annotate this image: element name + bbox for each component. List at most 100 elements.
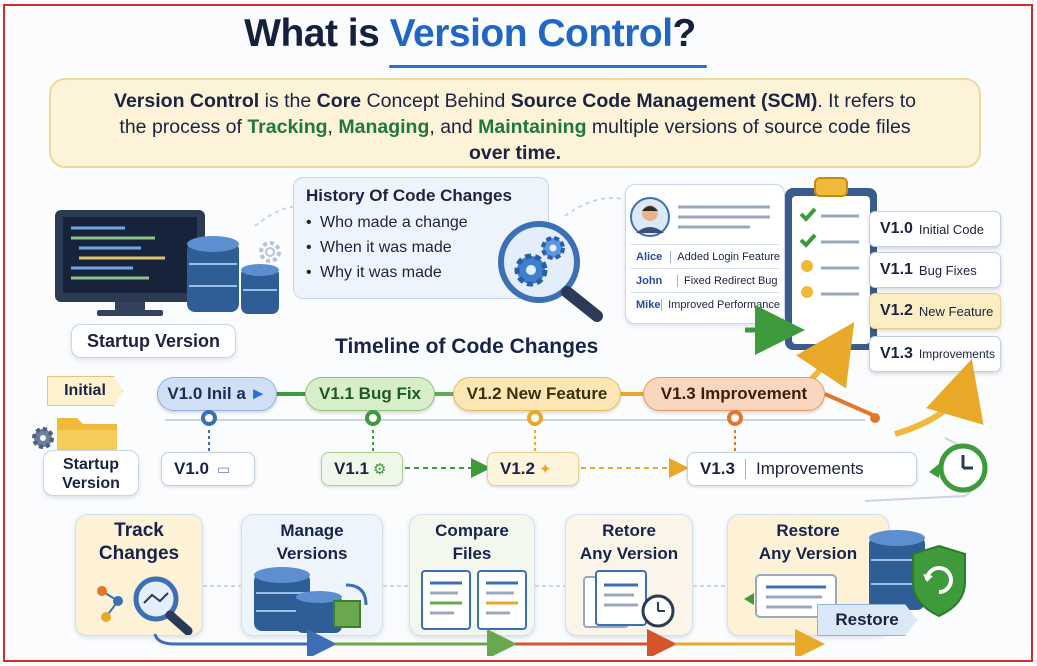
version-desc: Bug Fixes — [918, 262, 977, 278]
step-connectors — [153, 585, 825, 656]
history-title: History Of Code Changes — [306, 186, 512, 205]
timeline-node — [365, 410, 381, 426]
initial-tag: Initial — [47, 376, 123, 406]
version-card: V1.2 New Feature — [869, 293, 1001, 329]
pill-label: V1.0 Inil a — [167, 384, 246, 403]
version-box: V1.0 ▭ — [161, 452, 255, 486]
step-label-line: Files — [452, 544, 492, 563]
document-icon — [744, 574, 837, 618]
definition-box: Version Control is the Core Concept Behi… — [49, 78, 981, 168]
term-core: Core — [316, 90, 362, 112]
version-box-label: V1.0 — [174, 459, 209, 478]
title-suffix: ? — [672, 12, 697, 55]
version-number: V1.2 — [880, 302, 913, 319]
title-highlight: Version Control — [389, 12, 673, 55]
version-box-label: V1.2 — [500, 459, 535, 478]
commit-author: Alice — [636, 250, 672, 263]
step-label-line: Restore — [776, 521, 840, 540]
gear-icon — [541, 236, 565, 260]
step-label-line: Compare — [435, 521, 509, 540]
version-box: V1.2✦ — [487, 452, 579, 486]
clipboard-icon — [785, 177, 877, 350]
version-desc: Initial Code — [918, 221, 984, 237]
timeline-connectors — [165, 306, 984, 502]
restore-tag: Restore — [817, 604, 917, 636]
magnifier-icon — [97, 576, 193, 635]
commit-author: Mike — [636, 299, 663, 311]
gear-icon — [514, 253, 548, 287]
def-text: over time. — [468, 142, 562, 164]
database-icon — [187, 236, 279, 314]
version-box-label: V1.1 — [334, 459, 369, 478]
term-managing: Managing — [338, 116, 430, 138]
title-underline — [389, 65, 707, 68]
database-icon — [254, 567, 368, 633]
term-tracking: Tracking — [247, 116, 328, 138]
def-text: the process of — [119, 116, 248, 138]
def-text: Concept Behind — [361, 90, 511, 112]
version-number: V1.0 — [880, 220, 913, 237]
version-number: V1.3 — [880, 345, 913, 362]
gear-icon: ⚙ — [372, 461, 387, 478]
timeline-node — [201, 410, 217, 426]
definition-line-1: Version Control is the Core Concept Behi… — [51, 88, 979, 114]
divider — [744, 459, 746, 479]
document-icon — [421, 570, 527, 630]
version-number: V1.1 — [880, 261, 913, 278]
magnifier-icon — [498, 221, 603, 322]
page-title: What is Version Control? — [5, 12, 935, 56]
commit-row: Alice Added Login Feature — [630, 245, 780, 269]
timeline-node — [527, 410, 543, 426]
step-label-line: Manage — [280, 521, 344, 540]
history-item: Who made a change — [306, 210, 536, 235]
commit-row: Mike Improved Performance — [630, 293, 780, 317]
commit-message: Added Login Feature — [677, 250, 780, 263]
def-text: , and — [429, 116, 479, 138]
step-label-line: Track — [114, 520, 164, 541]
gear-icon — [259, 241, 281, 263]
text-lines-icon — [678, 205, 770, 228]
play-icon: ► — [249, 384, 267, 403]
step-label-line: Retore — [602, 521, 656, 540]
step-label-line: Any Version — [758, 544, 858, 563]
definition-line-3: over time. — [51, 140, 979, 166]
history-item: When it was made — [306, 235, 536, 260]
commit-log-header — [630, 189, 780, 245]
term-maintaining: Maintaining — [478, 116, 587, 138]
history-item: Why it was made — [306, 260, 536, 285]
term-scm: Source Code Management (SCM) — [510, 90, 818, 112]
timeline-pill: V1.2 New Feature — [453, 377, 621, 411]
gear-icon — [32, 427, 54, 449]
timeline-pill: V1.0 Inil a► — [157, 377, 277, 411]
monitor-icon — [55, 210, 205, 316]
def-text: multiple versions of source code files — [586, 116, 911, 138]
version-card: V1.1 Bug Fixes — [869, 252, 1001, 288]
version-box-label: V1.3 — [700, 459, 735, 478]
monitor-database-illustration — [55, 210, 281, 316]
lightbulb-icon: ✦ — [538, 461, 552, 478]
def-text: , — [327, 116, 339, 138]
version-card: V1.0 Initial Code — [869, 211, 1001, 247]
document-icon: ▭ — [216, 460, 231, 477]
title-prefix: What is — [244, 12, 390, 55]
term-version-control: Version Control — [114, 90, 260, 112]
version-box: V1.1⚙ — [321, 452, 403, 486]
timeline-pill: V1.3 Improvement — [643, 377, 825, 411]
version-desc: New Feature — [918, 303, 994, 319]
startup-version-label: Startup Version — [71, 324, 236, 358]
commit-message: Improved Performance — [668, 299, 780, 311]
avatar-icon — [630, 196, 670, 237]
timeline-node — [727, 410, 743, 426]
definition-line-2: the process of Tracking, Managing, and M… — [51, 114, 979, 140]
step-label-line: Any Version — [579, 544, 679, 563]
version-desc: Improvements — [918, 347, 995, 361]
